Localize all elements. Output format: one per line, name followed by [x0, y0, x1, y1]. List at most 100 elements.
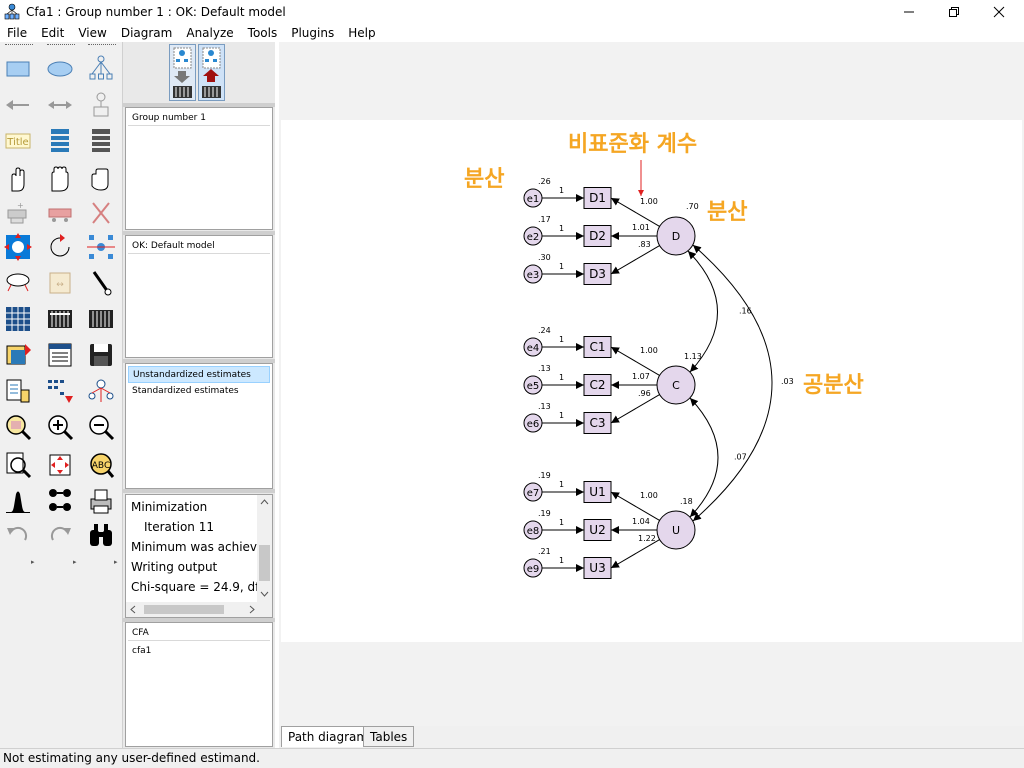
fixed-path-value: 1	[559, 186, 564, 195]
erase-objects-tool-button[interactable]	[86, 198, 116, 228]
draw-observed-variable-tool-button[interactable]	[3, 54, 33, 84]
log-horizontal-scrollbar[interactable]	[126, 602, 272, 617]
degrees-of-freedom-tool-button[interactable]	[3, 486, 33, 516]
menu-file[interactable]: File	[7, 25, 28, 40]
deselect-all-tool-button[interactable]	[86, 164, 116, 194]
unstandardized-estimates-option[interactable]: Unstandardized estimates	[128, 366, 270, 383]
error-variance-value: .19	[538, 509, 551, 518]
view-input-path-diagram-button[interactable]	[169, 44, 196, 101]
menu-analyze[interactable]: Analyze	[186, 25, 234, 40]
rotate-indicators-tool-button[interactable]	[45, 232, 75, 262]
pane-splitter[interactable]	[123, 103, 275, 107]
menu-help[interactable]: Help	[348, 25, 376, 40]
pane-splitter[interactable]	[123, 489, 275, 493]
figure-caption-tool-button[interactable]: Title	[3, 126, 33, 156]
duplicate-objects-tool-button[interactable]: +	[3, 198, 33, 228]
zoom-selected-area-tool-button[interactable]	[3, 412, 33, 442]
preserve-symmetries-tool-button[interactable]	[86, 376, 116, 406]
model-item[interactable]: OK: Default model	[128, 238, 270, 254]
draw-latent-indicator-tool-button[interactable]	[86, 54, 116, 84]
menu-diagram[interactable]: Diagram	[120, 25, 173, 40]
zoom-out-icon	[89, 415, 115, 441]
draw-path-tool-button[interactable]	[3, 90, 33, 120]
factor-loading-value: 1.22	[638, 534, 656, 543]
save-diagram-tool-button[interactable]	[86, 340, 116, 370]
toolbar-more-icon[interactable]: ▸	[31, 558, 35, 566]
view-text-output-tool-button[interactable]	[45, 340, 75, 370]
menu-tools[interactable]: Tools	[247, 25, 278, 40]
reflect-indicators-tool-button[interactable]	[86, 232, 116, 262]
observed-variable-label: D3	[589, 267, 606, 281]
move-parameter-tool-button[interactable]	[3, 268, 33, 298]
menu-edit[interactable]: Edit	[41, 25, 65, 40]
copy-to-clipboard-tool-button[interactable]	[3, 340, 33, 370]
change-shape-icon	[4, 233, 32, 261]
magnify-icon: ABC	[90, 453, 115, 478]
scroll-diagram-tool-button[interactable]: ↔	[45, 268, 75, 298]
minimize-button[interactable]	[886, 0, 932, 23]
factor-loading-value: 1.00	[640, 346, 658, 355]
calculate-estimates-icon	[89, 310, 113, 328]
maximize-button[interactable]	[931, 0, 977, 23]
menu-view[interactable]: View	[78, 25, 107, 40]
pane-splitter[interactable]	[123, 359, 275, 363]
touch-up-icon	[92, 271, 112, 296]
resize-diagram-icon	[49, 454, 71, 476]
calculate-estimates-tool-button[interactable]	[86, 304, 116, 334]
zoom-out-tool-button[interactable]	[86, 412, 116, 442]
magnify-tool-button[interactable]: ABC	[86, 450, 116, 480]
move-objects-tool-button[interactable]	[45, 198, 75, 228]
output-diagram-icon	[202, 47, 221, 98]
tab-tables[interactable]: Tables	[363, 726, 415, 747]
draw-unobserved-variable-tool-button[interactable]	[45, 54, 75, 84]
list-variables-in-model-tool-button[interactable]	[45, 126, 75, 156]
undo-tool-button[interactable]	[3, 520, 33, 550]
draw-observed-variable-icon	[6, 61, 30, 77]
degrees-of-freedom-icon	[6, 491, 30, 513]
error-variance-value: .13	[538, 364, 551, 373]
redo-tool-button[interactable]	[45, 520, 75, 550]
menu-plugins[interactable]: Plugins	[291, 25, 335, 40]
pane-splitter[interactable]	[123, 231, 275, 235]
object-properties-tool-button[interactable]	[3, 376, 33, 406]
analysis-properties-tool-button[interactable]	[45, 304, 75, 334]
group-item[interactable]: Group number 1	[128, 110, 270, 126]
annotation-variance_right: 분산	[707, 200, 747, 225]
save-diagram-icon	[90, 344, 112, 366]
specification-search-tool-button[interactable]	[86, 520, 116, 550]
figure-caption-icon: Title	[5, 133, 31, 149]
drag-properties-tool-button[interactable]	[45, 376, 75, 406]
draw-covariance-tool-button[interactable]	[45, 90, 75, 120]
list-variables-in-dataset-tool-button[interactable]	[86, 126, 116, 156]
fixed-path-value: 1	[559, 224, 564, 233]
select-one-object-tool-button[interactable]	[3, 164, 33, 194]
standardized-estimates-option[interactable]: Standardized estimates	[132, 386, 239, 396]
print-diagram-tool-button[interactable]	[86, 486, 116, 516]
toolbar-more-icon[interactable]: ▸	[114, 558, 118, 566]
multiple-group-analysis-tool-button[interactable]	[45, 486, 75, 516]
select-all-objects-tool-button[interactable]	[45, 164, 75, 194]
select-data-files-tool-button[interactable]	[3, 304, 33, 334]
pane-splitter[interactable]	[123, 618, 275, 622]
observed-variable-label: C3	[589, 416, 605, 430]
file-item[interactable]: cfa1	[132, 646, 152, 656]
zoom-in-tool-button[interactable]	[45, 412, 75, 442]
tab-path-diagram[interactable]: Path diagram	[281, 726, 376, 747]
add-unique-variable-tool-button[interactable]	[86, 90, 116, 120]
resize-diagram-tool-button[interactable]	[45, 450, 75, 480]
error-term-label: e2	[527, 232, 540, 243]
factor-loading-value: .96	[638, 389, 651, 398]
error-term-label: e5	[527, 381, 540, 392]
change-shape-tool-button[interactable]	[3, 232, 33, 262]
show-whole-page-tool-button[interactable]	[3, 450, 33, 480]
factor-loading-path	[610, 197, 660, 227]
toolbar-more-icon[interactable]: ▸	[73, 558, 77, 566]
close-button[interactable]	[976, 0, 1022, 23]
touch-up-tool-button[interactable]	[86, 268, 116, 298]
show-whole-page-icon	[6, 452, 32, 479]
view-output-path-diagram-button[interactable]	[198, 44, 225, 101]
latent-variance-value: .18	[680, 497, 693, 506]
log-vertical-scrollbar[interactable]	[257, 495, 272, 603]
